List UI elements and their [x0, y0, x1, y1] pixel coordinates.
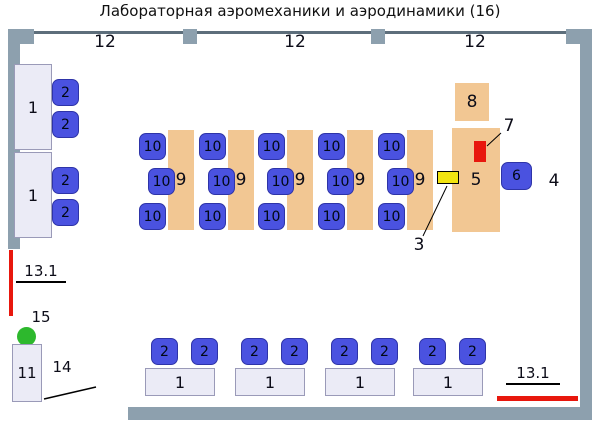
- chair: 10: [148, 168, 175, 195]
- chair: 2: [241, 338, 268, 365]
- sensor-dot: [17, 327, 36, 346]
- wall-pier-2: [371, 29, 385, 44]
- chair: 2: [191, 338, 218, 365]
- window-glass: [8, 31, 592, 34]
- chair: 10: [267, 168, 294, 195]
- chair: 10: [139, 203, 166, 230]
- chair: 10: [327, 168, 354, 195]
- chair: 10: [199, 203, 226, 230]
- chair: 2: [331, 338, 358, 365]
- desk: 1: [235, 368, 305, 396]
- chair: 10: [387, 168, 414, 195]
- desk: 1: [413, 368, 483, 396]
- red-marker: [474, 141, 486, 162]
- cabinet-11: 11: [12, 344, 42, 402]
- wall-right: [580, 29, 592, 420]
- fire-label-left: 13.1: [16, 262, 66, 283]
- desk: 1: [325, 368, 395, 396]
- chair: 10: [378, 203, 405, 230]
- desk: 1: [14, 152, 52, 238]
- chair: 2: [52, 79, 79, 106]
- chair: 2: [371, 338, 398, 365]
- chair: 2: [281, 338, 308, 365]
- wall-label-4: 4: [548, 171, 560, 191]
- wall-pier-1: [183, 29, 197, 44]
- wall-bottom: [128, 407, 592, 420]
- door-label: 14: [52, 358, 72, 376]
- chair: 10: [258, 203, 285, 230]
- chair: 6: [501, 162, 532, 190]
- chair: 10: [318, 133, 345, 160]
- fire-line-right: [497, 396, 578, 401]
- chair: 10: [199, 133, 226, 160]
- plan-title: Лабораторная аэромеханики и аэродинамики…: [99, 2, 501, 20]
- fire-line-left: [9, 250, 13, 316]
- chair: 2: [459, 338, 486, 365]
- cabinet: 8: [455, 83, 489, 121]
- fire-label-right: 13.1: [506, 364, 560, 385]
- window-label: 12: [284, 32, 306, 52]
- desk: 1: [14, 64, 52, 150]
- chair: 10: [378, 133, 405, 160]
- window-label: 12: [94, 32, 116, 52]
- chair: 2: [52, 111, 79, 138]
- sensor-label: 15: [31, 308, 51, 326]
- yellow-marker-label: 3: [413, 235, 425, 255]
- chair: 10: [208, 168, 235, 195]
- desk: 1: [145, 368, 215, 396]
- chair: 2: [419, 338, 446, 365]
- chair: 2: [52, 199, 79, 226]
- chair: 2: [151, 338, 178, 365]
- chair: 10: [139, 133, 166, 160]
- chair: 10: [258, 133, 285, 160]
- chair: 2: [52, 167, 79, 194]
- chair: 10: [318, 203, 345, 230]
- window-label: 12: [464, 32, 486, 52]
- yellow-marker: [437, 171, 459, 184]
- red-marker-label: 7: [503, 116, 515, 136]
